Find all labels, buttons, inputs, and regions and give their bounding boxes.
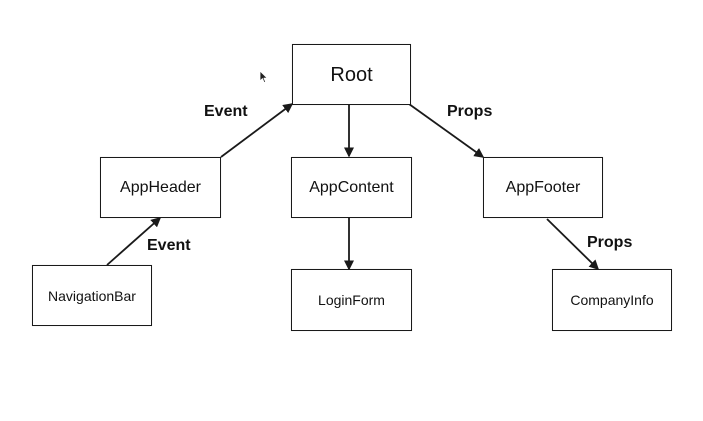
- edge-appheader-to-root: [220, 103, 294, 158]
- edge-label-root-appfooter: Props: [447, 103, 493, 120]
- node-app-content-label: AppContent: [309, 178, 394, 196]
- edge-appfooter-to-companyinfo: [546, 218, 600, 271]
- node-app-footer: AppFooter: [483, 157, 603, 218]
- edge-label-appheader-root: Event: [204, 103, 248, 120]
- node-navigation-bar-label: NavigationBar: [48, 287, 136, 304]
- edge-label-appfooter-companyinfo: Props: [587, 234, 633, 251]
- node-app-header-label: AppHeader: [120, 178, 201, 196]
- edge-label-navigationbar-appheader: Event: [147, 237, 191, 254]
- edge-navigationbar-to-appheader: [106, 217, 162, 266]
- node-company-info: CompanyInfo: [552, 269, 672, 331]
- node-app-footer-label: AppFooter: [505, 178, 581, 196]
- edge-root-to-appfooter: [408, 103, 485, 158]
- node-navigation-bar: NavigationBar: [32, 265, 152, 326]
- node-login-form-label: LoginForm: [318, 292, 385, 308]
- node-app-content: AppContent: [291, 157, 412, 218]
- mouse-pointer-icon: [259, 70, 268, 83]
- node-root: Root: [292, 44, 411, 105]
- node-company-info-label: CompanyInfo: [570, 292, 654, 308]
- node-root-label: Root: [330, 63, 373, 86]
- node-login-form: LoginForm: [291, 269, 412, 331]
- node-app-header: AppHeader: [100, 157, 221, 218]
